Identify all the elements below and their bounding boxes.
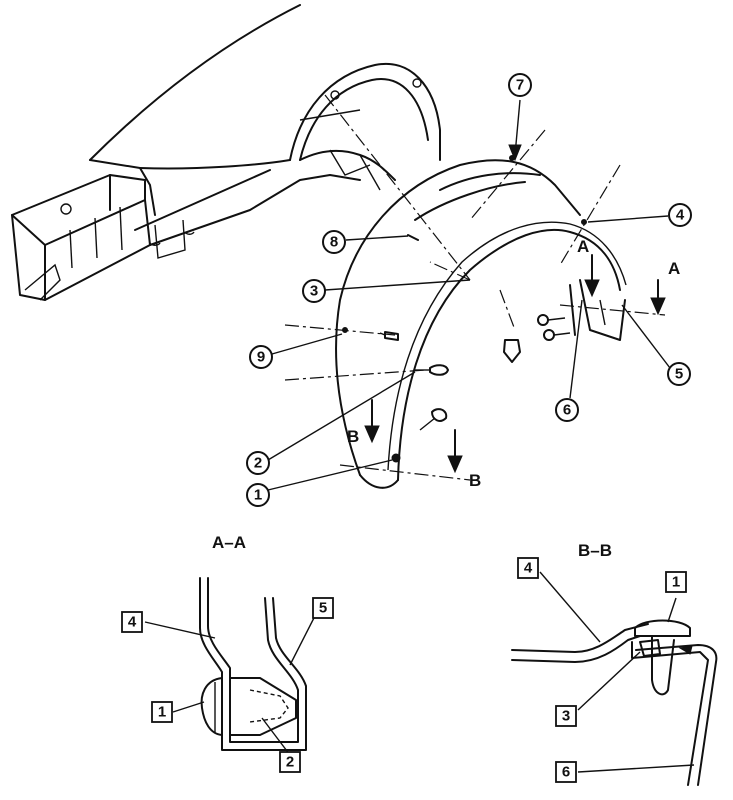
svg-text:1: 1 — [672, 574, 680, 591]
leader-lines — [267, 99, 671, 491]
section-title-aa: A–A — [212, 533, 246, 552]
vehicle-body — [11, 4, 441, 301]
callout-7: 7 — [508, 73, 532, 97]
callout-3-bb: 3 — [555, 705, 577, 727]
svg-text:8: 8 — [330, 234, 338, 251]
svg-text:2: 2 — [286, 754, 294, 771]
svg-text:9: 9 — [257, 349, 265, 366]
svg-text:3: 3 — [310, 283, 318, 300]
svg-text:5: 5 — [675, 366, 683, 383]
callout-5: 5 — [667, 362, 691, 386]
section-aa: A–A 4 5 1 2 — [121, 533, 334, 773]
callout-6: 6 — [555, 398, 579, 422]
svg-text:7: 7 — [516, 77, 524, 94]
section-marker-a: A A — [577, 237, 680, 316]
svg-text:2: 2 — [254, 455, 262, 472]
svg-text:1: 1 — [158, 704, 166, 721]
screw-icon — [379, 331, 399, 341]
svg-text:4: 4 — [676, 207, 685, 224]
svg-text:3: 3 — [562, 708, 570, 725]
section-label-a: A — [668, 259, 680, 278]
callout-6-bb: 6 — [555, 761, 577, 783]
svg-text:6: 6 — [562, 764, 570, 781]
callout-4-bb: 4 — [517, 557, 539, 579]
callout-2: 2 — [246, 451, 270, 475]
section-title-bb: B–B — [578, 541, 612, 560]
fender-liner — [335, 159, 627, 489]
section-marker-b: B B — [347, 399, 481, 490]
callout-4-aa: 4 — [121, 611, 143, 633]
section-bb: B–B 4 1 3 6 — [511, 541, 718, 786]
section-label-b: B — [347, 427, 359, 446]
screw-icon — [419, 408, 448, 431]
fasteners — [342, 155, 587, 463]
center-lines — [284, 94, 666, 481]
callout-8: 8 — [322, 230, 346, 254]
callout-5-aa: 5 — [312, 597, 334, 619]
callout-1-aa: 1 — [151, 701, 173, 723]
svg-text:4: 4 — [524, 560, 533, 577]
callout-4: 4 — [668, 203, 692, 227]
callout-2-aa: 2 — [279, 751, 301, 773]
svg-text:6: 6 — [563, 402, 571, 419]
svg-text:1: 1 — [254, 487, 262, 504]
section-label-b: B — [469, 471, 481, 490]
clip-icon — [503, 339, 521, 363]
screw-icon — [415, 364, 449, 376]
svg-text:5: 5 — [319, 600, 327, 617]
screw-icon — [537, 314, 571, 341]
callout-3: 3 — [302, 279, 326, 303]
section-label-a: A — [577, 237, 589, 256]
callout-1: 1 — [246, 483, 270, 507]
callout-9: 9 — [249, 345, 273, 369]
main-view: A A B B 1 — [11, 4, 692, 507]
svg-text:4: 4 — [128, 614, 137, 631]
callout-1-bb: 1 — [665, 571, 687, 593]
